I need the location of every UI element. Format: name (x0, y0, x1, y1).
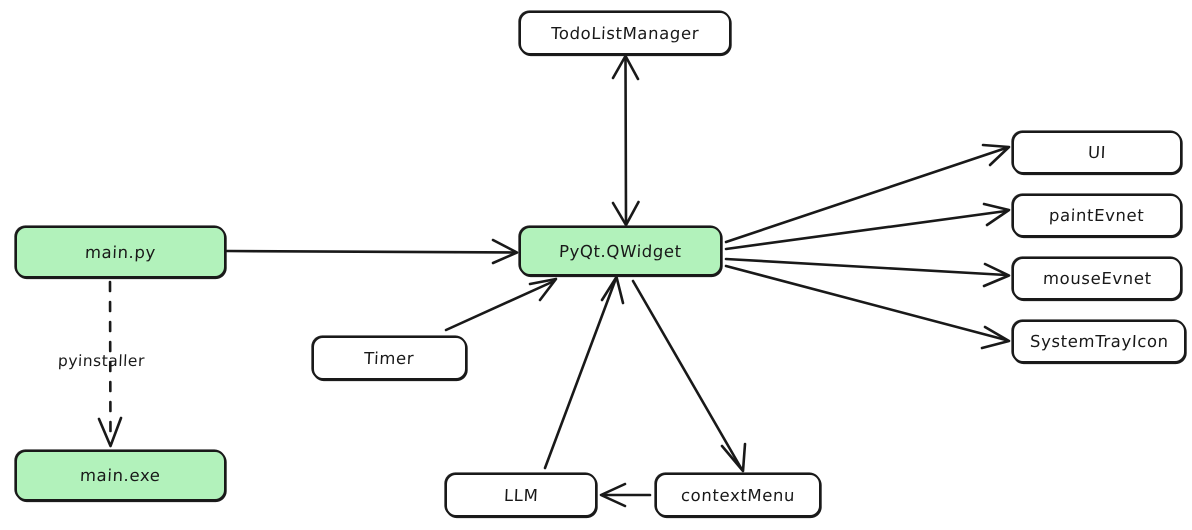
node-label: mouseEvnet (1042, 269, 1152, 288)
node-label: TodoListManager (550, 23, 700, 43)
node-label: main.exe (79, 466, 162, 485)
node-timer[interactable]: Timer (312, 336, 467, 380)
node-llm[interactable]: LLM (445, 473, 597, 517)
node-label: UI (1087, 143, 1107, 162)
node-pyqt-qwidget[interactable]: PyQt.QWidget (519, 226, 722, 276)
edge-qwidget-systemtrayicon (724, 264, 1011, 350)
edge-qwidget-mouseevnet (724, 257, 1011, 288)
edge-qwidget-todolistmanager (611, 54, 640, 227)
edge-mainpy-qwidget (225, 238, 519, 265)
node-contextmenu[interactable]: contextMenu (655, 473, 821, 517)
node-ui[interactable]: UI (1012, 131, 1182, 174)
node-mainexe[interactable]: main.exe (15, 450, 226, 501)
edge-qwidget-paintevnet (724, 202, 1011, 251)
edge-llm-qwidget (543, 275, 625, 470)
node-systemtrayicon[interactable]: SystemTrayIcon (1012, 320, 1186, 363)
node-label: main.py (84, 242, 157, 262)
edge-qwidget-contextmenu (631, 279, 747, 473)
node-label: Timer (363, 348, 415, 368)
node-mouseevnet[interactable]: mouseEvnet (1012, 257, 1182, 300)
node-label: LLM (503, 485, 539, 505)
node-label: PyQt.QWidget (558, 241, 683, 261)
node-label: paintEvnet (1048, 206, 1146, 225)
node-label: SystemTrayIcon (1029, 332, 1169, 351)
node-paintevnet[interactable]: paintEvnet (1012, 194, 1182, 237)
node-label: contextMenu (680, 485, 796, 505)
edge-qwidget-ui (724, 143, 1011, 244)
edge-label-pyinstaller: pyinstaller (57, 352, 146, 370)
edge-timer-qwidget (444, 277, 558, 332)
edge-contextmenu-llm (599, 482, 652, 508)
node-mainpy[interactable]: main.py (15, 226, 226, 278)
node-todolistmanager[interactable]: TodoListManager (519, 11, 731, 55)
